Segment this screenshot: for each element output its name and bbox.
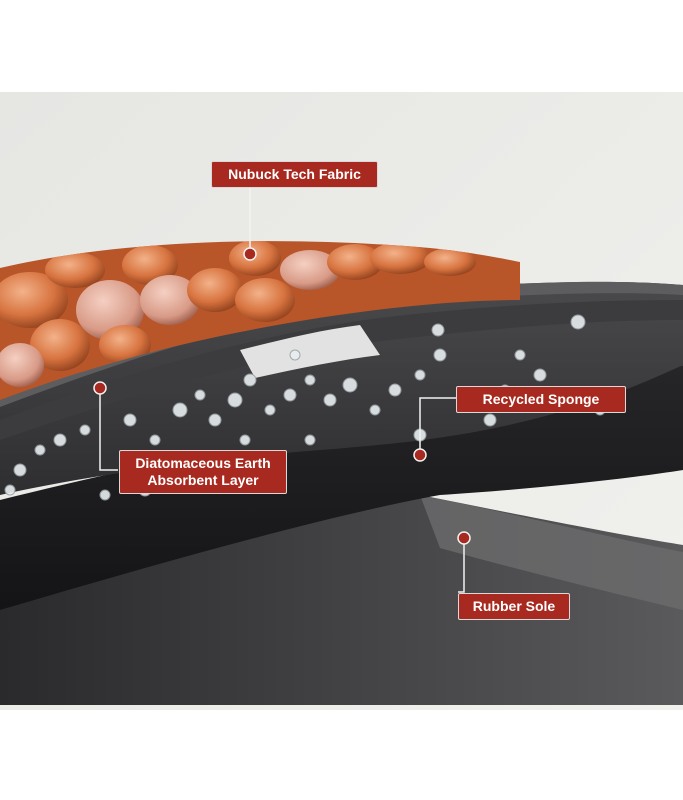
label-text-line1: Diatomaceous Earth xyxy=(135,455,271,471)
label-text-line2: Absorbent Layer xyxy=(147,472,259,488)
label-text: Recycled Sponge xyxy=(482,391,600,407)
black-sole-layer xyxy=(0,365,683,610)
label-diatomaceous-earth: Diatomaceous Earth Absorbent Layer xyxy=(119,450,287,494)
water-droplets xyxy=(4,314,606,501)
sponge-dot xyxy=(413,448,427,462)
leader-lines xyxy=(99,186,465,593)
label-text: Nubuck Tech Fabric xyxy=(228,166,361,182)
label-text: Rubber Sole xyxy=(472,598,556,614)
label-rubber-sole: Rubber Sole xyxy=(458,593,570,620)
rubber-dot xyxy=(457,531,471,545)
sponge-layer xyxy=(0,281,683,495)
nubuck-dot xyxy=(243,247,257,261)
diatom-dot xyxy=(93,381,107,395)
label-recycled-sponge: Recycled Sponge xyxy=(456,386,626,413)
label-nubuck-tech-fabric: Nubuck Tech Fabric xyxy=(211,161,378,188)
callout-dots xyxy=(93,247,471,545)
